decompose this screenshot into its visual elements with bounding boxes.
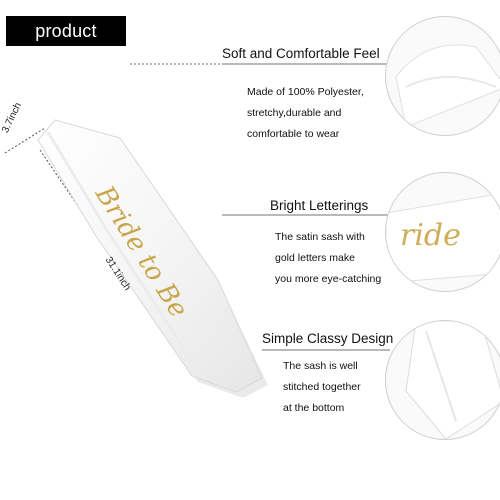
feature-desc-soft: Made of 100% Polyester, stretchy,durable… — [247, 82, 364, 145]
product-details-banner: product details — [6, 16, 126, 71]
feature-desc-design: The sash is well stitched together at th… — [283, 356, 361, 419]
feature-title-letterings: Bright Letterings — [270, 198, 369, 213]
feature-title-soft: Soft and Comfortable Feel — [222, 46, 380, 61]
feature-desc-line: Made of 100% Polyester, — [247, 86, 364, 98]
feature-desc-line: gold letters make — [275, 252, 355, 264]
svg-text:ride: ride — [400, 218, 461, 253]
feature-desc-line: you more eye-catching — [275, 273, 382, 285]
detail-circle-letters: ride — [385, 172, 500, 292]
sash-body — [37, 119, 263, 393]
detail-circle-stitching — [385, 320, 500, 440]
feature-desc-line: comfortable to wear — [247, 128, 340, 140]
feature-desc-line: The sash is well — [283, 360, 358, 372]
feature-title-design: Simple Classy Design — [262, 331, 394, 346]
feature-desc-letterings: The satin sash with gold letters make yo… — [275, 227, 381, 290]
sash-text: Bride to Be — [89, 180, 194, 323]
feature-desc-line: The satin sash with — [275, 231, 365, 243]
feature-desc-line: at the bottom — [283, 402, 345, 414]
feature-desc-line: stretchy,durable and — [247, 107, 342, 119]
feature-desc-line: stitched together — [283, 381, 361, 393]
detail-circle-fabric — [385, 16, 500, 136]
